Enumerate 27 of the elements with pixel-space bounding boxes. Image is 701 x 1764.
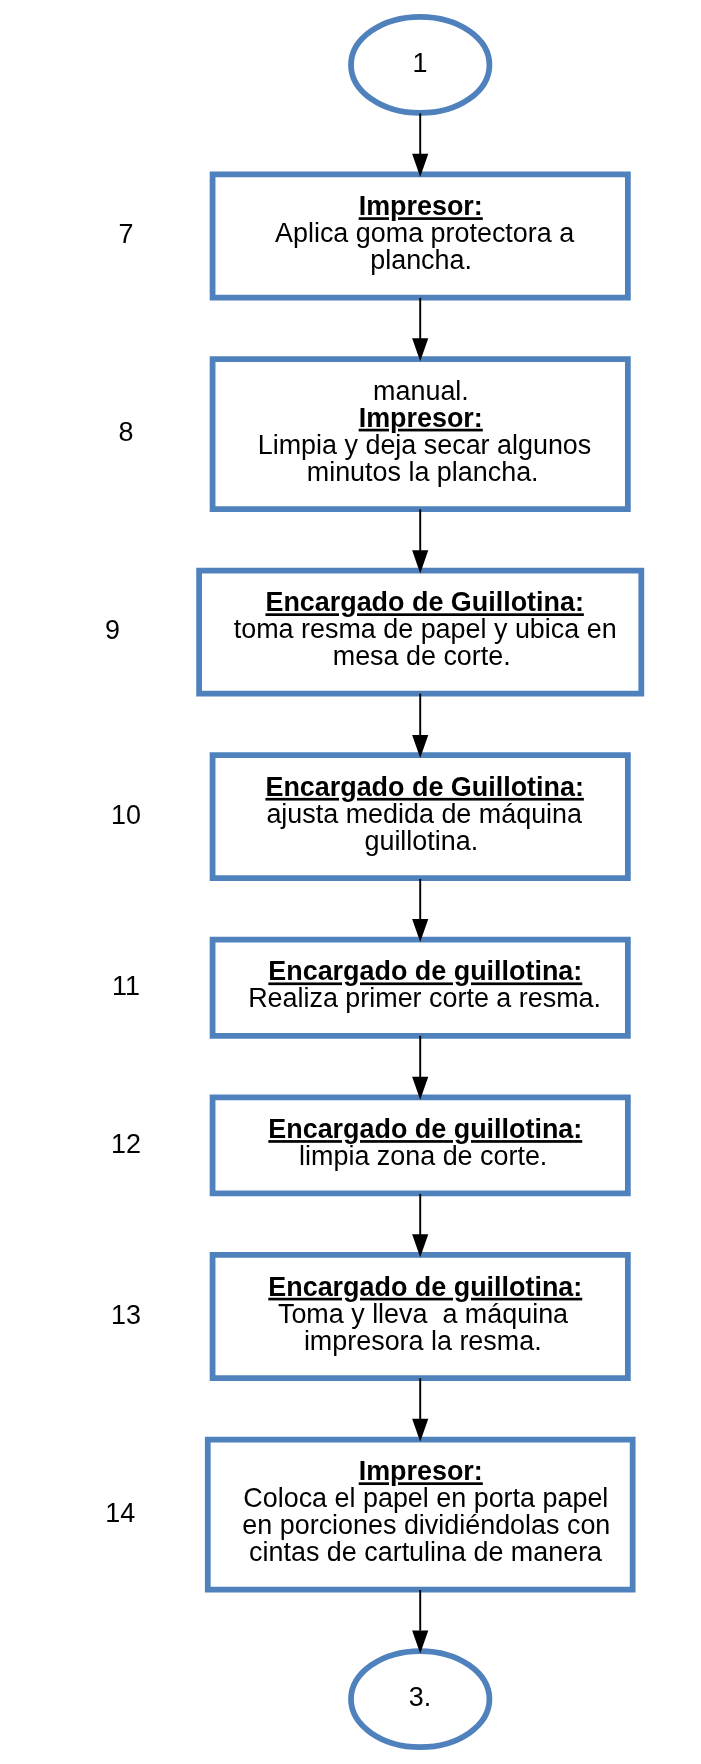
arrow — [411, 878, 428, 943]
node-box: Encargado de guillotina: limpia zona de corte. — [209, 1094, 631, 1197]
arrow — [411, 692, 428, 758]
arrow — [411, 296, 428, 362]
node-box: Impresor: Aplica goma protectora a plancha. — [209, 171, 631, 301]
node-label: 14 — [104, 1497, 135, 1528]
node-label: 8 — [118, 417, 134, 448]
arrow — [411, 1192, 428, 1258]
node-label: 10 — [110, 799, 141, 830]
node-box: Encargado de Guillotina: ajusta medida de máquina guillotina. — [209, 752, 631, 882]
node-label: 11 — [111, 970, 140, 1001]
arrow — [411, 1034, 428, 1100]
arrow — [411, 508, 428, 574]
node-ellipse: 1 — [347, 13, 492, 116]
node-ellipse: 3. — [347, 1648, 492, 1751]
node-label: 9 — [104, 615, 120, 646]
arrow — [411, 1377, 428, 1442]
node-box: Encargado de guillotina: Toma y lleva a máquina impresora la resma. — [209, 1252, 631, 1381]
arrow — [411, 1589, 428, 1654]
node-box: manual. Impresor: Limpia y deja secar algunos minutos la plancha. — [209, 356, 631, 512]
node-label: 12 — [110, 1128, 141, 1159]
node-label: 7 — [118, 219, 134, 250]
arrow — [411, 112, 428, 177]
node-box: Encargado de Guillotina: toma resma de papel y ubica en mesa de corte. — [195, 567, 644, 697]
node-label: 13 — [110, 1299, 141, 1330]
node-box: Encargado de guillotina: Realiza primer corte a resma. — [209, 936, 631, 1039]
node-box: Impresor: Coloca el papel en porta papel en porciones dividiéndolas con cintas de cartulina de manera — [204, 1436, 636, 1593]
